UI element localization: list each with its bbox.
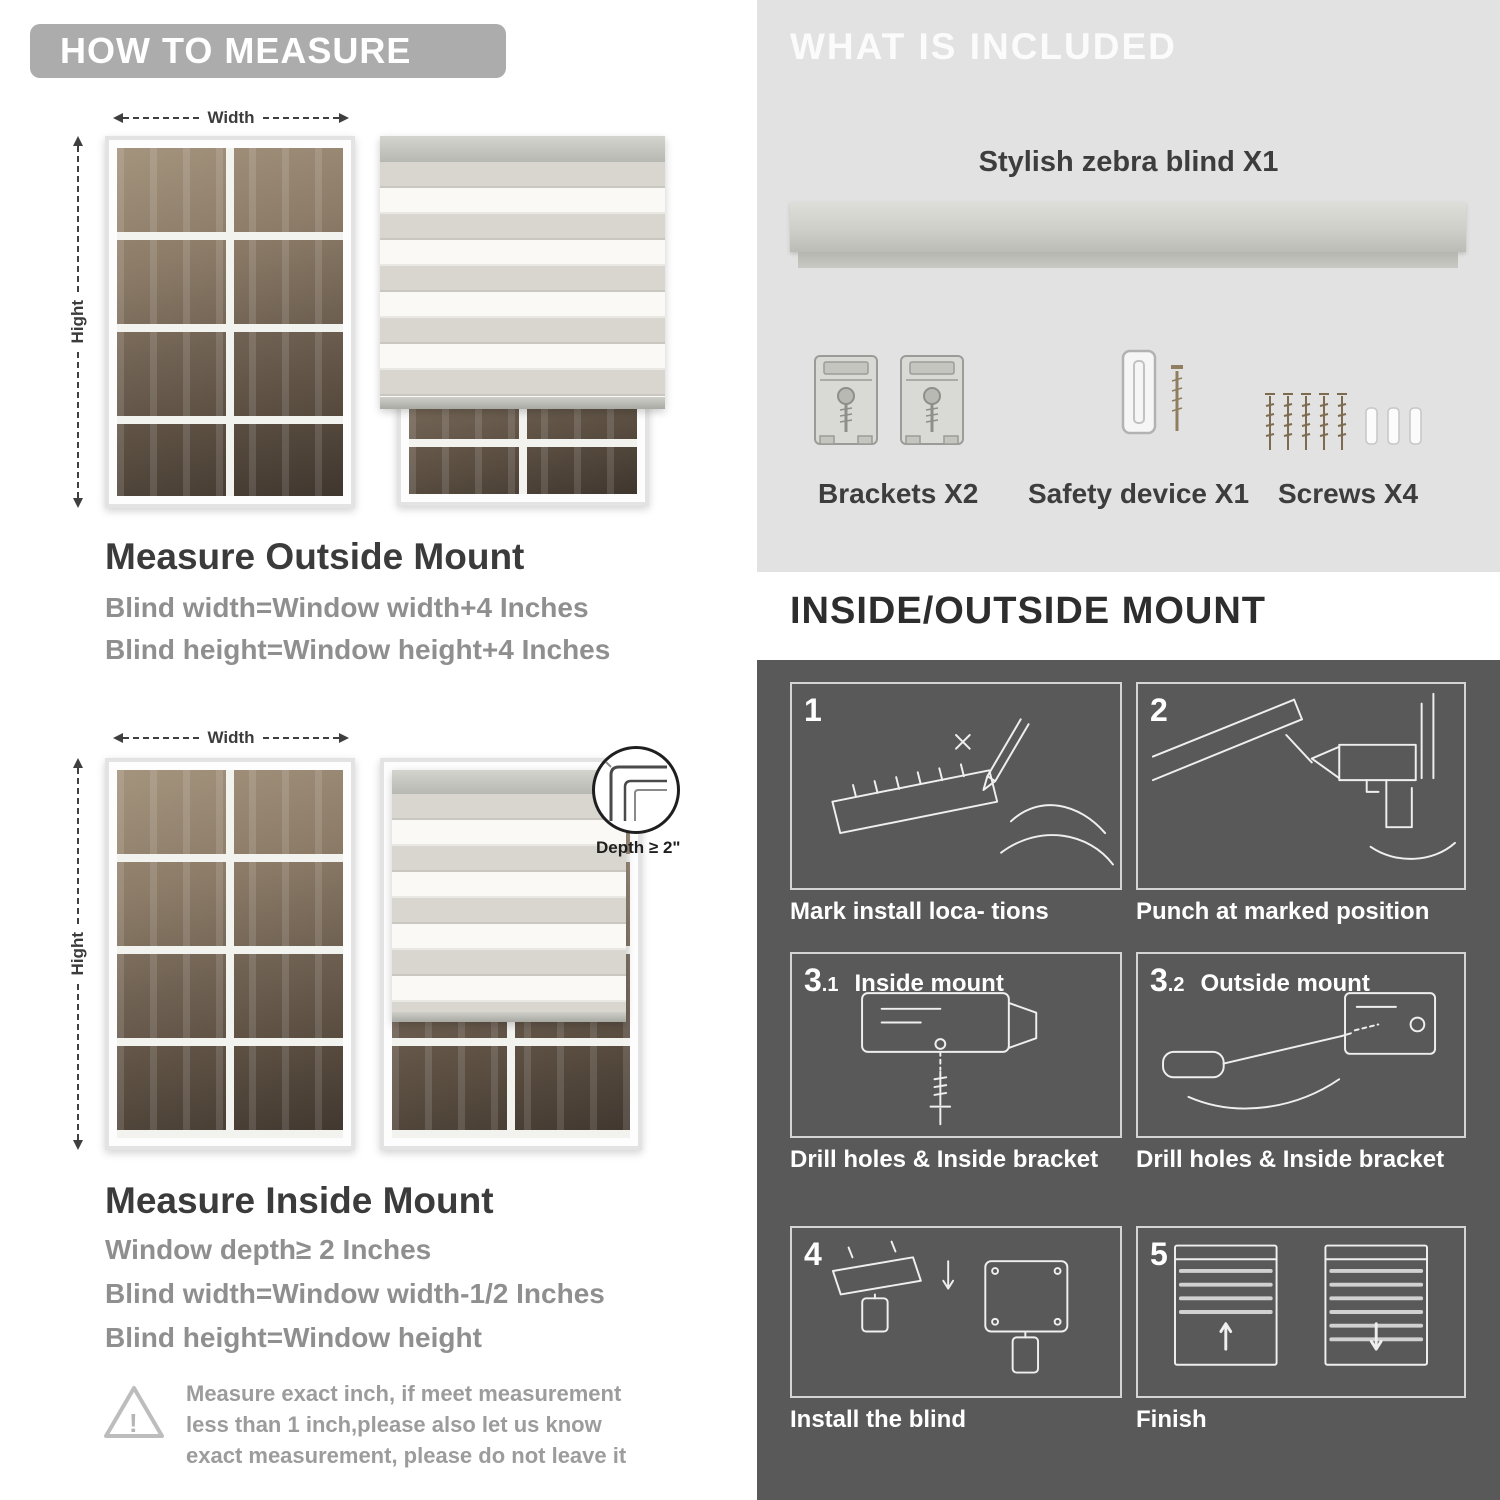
arrow-left-icon xyxy=(113,113,123,123)
how-to-measure-header: HOW TO MEASURE xyxy=(30,24,506,78)
window-panes xyxy=(117,770,343,1138)
step-number: 4 xyxy=(804,1236,822,1272)
step-number: 5 xyxy=(1150,1236,1168,1272)
brackets-label: Brackets X2 xyxy=(818,478,979,509)
safety-device-label: Safety device X1 xyxy=(1028,478,1250,509)
outside-mount-title: Measure Outside Mount xyxy=(105,536,525,577)
zebra-blind-headrail-illustration xyxy=(790,202,1466,252)
finish-illustration xyxy=(1174,1244,1428,1366)
outside-bracket-illustration xyxy=(1162,992,1437,1110)
step-number: 1 xyxy=(804,692,822,728)
zebra-blind-illustration xyxy=(380,136,665,409)
height-label: Hight xyxy=(68,932,87,976)
depth-detail-circle xyxy=(592,746,680,834)
inside-mount-title: Measure Inside Mount xyxy=(105,1180,494,1221)
arrow-up-icon xyxy=(73,136,83,146)
outside-mount-blind-figure xyxy=(380,136,665,508)
step-caption-4: Install the blind xyxy=(790,1406,967,1433)
step-caption-3-1: Drill holes & Inside bracket xyxy=(790,1146,1099,1173)
brackets-icon xyxy=(814,355,964,445)
outside-mount-line2: Blind height=Window height+4 Inches xyxy=(105,634,611,665)
outside-mount-line1: Blind width=Window width+4 Inches xyxy=(105,592,589,623)
window-photo-outside xyxy=(105,136,355,508)
screws-icon xyxy=(1265,393,1422,450)
width-arrow-inside: Width xyxy=(113,728,349,748)
inside-mount-line1: Window depth≥ 2 Inches xyxy=(105,1234,432,1265)
height-arrow-outside: Hight xyxy=(68,136,88,508)
blind-bottomrail xyxy=(380,397,665,409)
inside-mount-blind-figure xyxy=(380,758,642,1150)
blind-bottomrail xyxy=(392,1012,626,1022)
warning-triangle-icon xyxy=(104,1386,164,1438)
how-to-measure-section: HOW TO MEASURE Width Hight Measure Outsi… xyxy=(30,24,681,1468)
safety-device-icon xyxy=(1121,349,1183,435)
included-panel-background xyxy=(757,0,1500,572)
depth-label: Depth ≥ 2" xyxy=(596,838,681,857)
warning-exclamation: ! xyxy=(129,1408,138,1438)
mount-dark-panel xyxy=(757,660,1500,1500)
width-label: Width xyxy=(207,728,255,747)
arrow-up-icon xyxy=(73,758,83,768)
window-photo-inside xyxy=(105,758,355,1150)
zebra-blind-headrail-lip xyxy=(798,252,1458,268)
step-caption-1: Mark install loca- tions xyxy=(790,898,1049,925)
step-box-5: 5 xyxy=(1136,1226,1466,1398)
arrow-right-icon xyxy=(339,113,349,123)
height-label: Hight xyxy=(68,300,87,344)
drill-illustration xyxy=(1151,692,1456,860)
blind-headrail xyxy=(392,770,626,794)
mount-title-band xyxy=(757,572,1500,660)
blind-stripes xyxy=(392,794,626,1012)
step-caption-3-2: Drill holes & Inside bracket xyxy=(1136,1146,1445,1173)
arrow-down-icon xyxy=(73,1140,83,1150)
what-is-included-header: WHAT IS INCLUDED xyxy=(790,26,1177,67)
mount-title: INSIDE/OUTSIDE MOUNT xyxy=(790,590,1267,632)
height-arrow-inside: Hight xyxy=(68,758,88,1150)
arrow-left-icon xyxy=(113,733,123,743)
step-box-2: 2 xyxy=(1136,682,1466,890)
width-arrow-outside: Width xyxy=(113,108,349,128)
window-corner-detail-icon xyxy=(600,756,667,821)
blind-stripes xyxy=(380,162,665,397)
zebra-blind-item-label: Stylish zebra blind X1 xyxy=(978,146,1279,178)
inside-mount-line3: Blind height=Window height xyxy=(105,1322,482,1353)
install-blind-illustration xyxy=(831,1240,1069,1374)
mark-locations-illustration xyxy=(831,718,1114,866)
arrow-right-icon xyxy=(339,733,349,743)
inside-mount-line2: Blind width=Window width-1/2 Inches xyxy=(105,1278,605,1309)
width-label: Width xyxy=(207,108,255,127)
step-box-4: 4 xyxy=(790,1226,1122,1398)
arrow-down-icon xyxy=(73,498,83,508)
zebra-blind-inside xyxy=(392,770,626,1022)
warning-text: Measure exact inch, if meet measurement … xyxy=(186,1381,627,1468)
step-box-1: 1 xyxy=(790,682,1122,890)
inside-bracket-illustration xyxy=(861,992,1038,1126)
step-caption-2: Punch at marked position xyxy=(1136,898,1430,925)
step-number: 2 xyxy=(1150,692,1168,728)
screws-label: Screws X4 xyxy=(1278,478,1419,509)
window-panes xyxy=(117,148,343,496)
step-caption-5: Finish xyxy=(1136,1406,1207,1433)
blind-headrail xyxy=(380,136,665,162)
